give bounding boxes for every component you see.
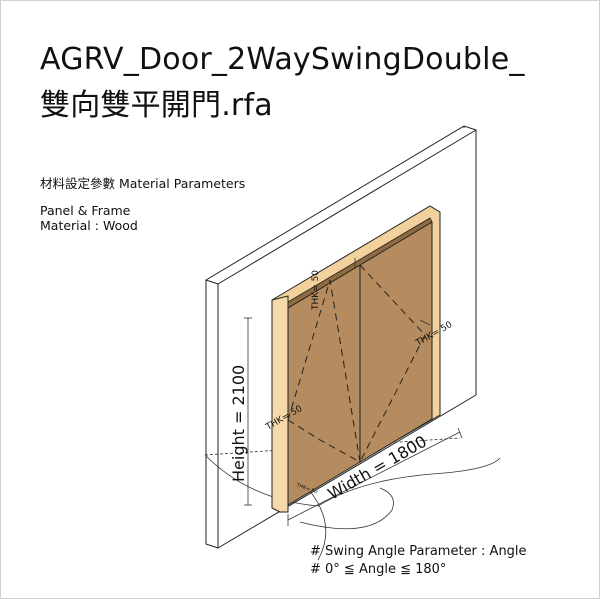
material-panel-frame-label: Panel & Frame: [40, 203, 131, 218]
family-title-line-1: AGRV_Door_2WaySwingDouble_: [40, 42, 525, 77]
material-wood-label: Material : Wood: [40, 218, 138, 233]
family-title-line-2: 雙向雙平開門.rfa: [40, 88, 273, 123]
material-parameters-heading: 材料設定參數 Material Parameters: [40, 176, 246, 191]
swing-indicator-lines: [287, 264, 426, 463]
thk-top-label: THK= 50: [311, 270, 321, 311]
swing-angle-parameter-note: # Swing Angle Parameter : Angle: [310, 544, 527, 559]
swing-angle-range-note: # 0° ≦ Angle ≦ 180°: [310, 562, 447, 577]
height-dimension-label: Height = 2100: [229, 365, 248, 482]
door-top-frame: [287, 217, 433, 309]
wall-outline: [205, 125, 477, 549]
dimension-lines: [244, 258, 463, 526]
door-frame-left-jamb: [271, 295, 289, 513]
